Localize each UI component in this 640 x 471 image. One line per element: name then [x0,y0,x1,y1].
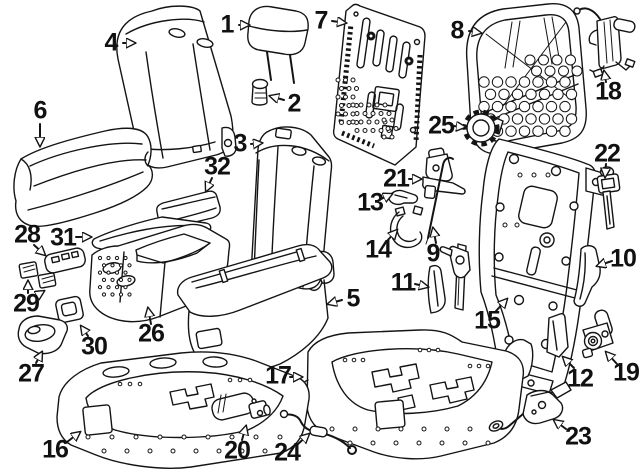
callout-19: 19 [613,358,640,387]
callout-11: 11 [390,268,416,297]
part-27-tray-drawing [17,315,69,355]
callout-arrow-3 [250,143,262,144]
callout-arrow-30 [81,326,88,337]
callout-arrow-12 [563,357,575,369]
callout-10: 10 [610,244,637,273]
callout-26: 26 [138,319,165,348]
part-30-latch-box-drawing [55,295,84,324]
callout-3: 3 [233,129,248,158]
callout-arrow-25 [452,126,465,127]
callout-30: 30 [81,332,108,361]
part-11-trim-drawing [427,264,446,314]
callout-1: 1 [220,10,235,39]
part-19-motor-drawing [581,309,614,359]
callout-arrow-16 [66,432,80,443]
callout-arrow-10 [597,261,613,266]
callout-32: 32 [204,152,231,181]
callout-6: 6 [33,96,48,125]
callout-arrow-29b [36,291,44,296]
part-20-motor-drawing [211,392,271,421]
part-25-grommet-drawing [462,109,504,147]
callout-8: 8 [450,16,465,45]
part-24-cable-drawing [279,409,357,455]
callout-20: 20 [224,436,251,465]
part-21-latch-drawing [422,147,466,199]
callout-27: 27 [18,359,45,388]
part-9-rod-drawing [425,156,454,245]
part-12-trim-drawing [546,313,569,358]
callout-23: 23 [565,422,592,451]
part-23-latch-drawing [488,381,572,432]
part-28-switch-panel-drawing [44,247,86,274]
callout-7: 7 [314,6,329,35]
part-17-seat-pan-drawing [301,329,534,460]
callout-arrow-28 [33,244,45,255]
callout-28: 28 [14,220,41,249]
part-10-trim-drawing [573,245,601,307]
part-4-seat-back-drawing [116,5,237,169]
callout-arrow-18 [604,71,606,83]
callout-arrow-22 [605,163,606,177]
callout-arrow-13 [380,194,392,199]
callout-13: 13 [357,188,384,217]
callout-arrow-23 [554,420,567,430]
part-2-headrest-guide-drawing [251,78,269,106]
callout-arrow-7 [331,21,346,23]
callout-16: 16 [42,435,69,464]
callout-arrow-24 [297,434,309,445]
callout-9: 9 [426,239,441,268]
part-16-seat-pan-drawing [56,351,310,469]
part-18-lock-mechanism-drawing [573,7,636,78]
part-1-headrest-drawing [247,5,309,84]
callout-arrow-2 [270,96,285,100]
callout-29: 29 [13,289,40,318]
callout-15: 15 [474,306,501,335]
callout-arrow-20 [242,426,246,441]
callout-arrow-19 [606,352,618,365]
callout-2: 2 [287,89,302,118]
callout-arrow-27 [36,352,42,364]
callout-5: 5 [346,284,361,313]
part-7-back-panel-drawing [332,3,426,166]
callout-21: 21 [383,164,410,193]
part-5-seat-cushion-drawing [176,243,333,371]
callout-17: 17 [265,361,292,390]
callout-arrow-8 [468,31,481,33]
callout-arrow-14 [386,230,397,242]
callout-24: 24 [274,438,301,467]
part-13-clip-drawing [388,189,419,206]
callout-25: 25 [428,111,455,140]
callout-arrow-15 [495,299,507,312]
part-22-buckle-drawing [596,166,621,230]
callout-arrow-32 [206,177,212,191]
callout-22: 22 [594,139,621,168]
callout-4: 4 [104,28,119,57]
part-8-seat-back-frame-drawing [465,3,587,155]
callout-12: 12 [567,364,594,393]
callout-arrow-9 [433,228,436,244]
callout-14: 14 [365,235,392,264]
part-29-switches-drawing [18,261,57,289]
callout-arrow-26 [148,308,151,325]
callout-31: 31 [50,223,77,252]
part-14-hook-drawing [389,205,424,249]
callout-18: 18 [595,77,622,106]
part-6-seat-cushion-drawing [13,127,154,228]
callout-arrow-11 [414,284,428,287]
callout-arrow-5 [328,300,343,304]
callout-arrows [28,21,618,445]
